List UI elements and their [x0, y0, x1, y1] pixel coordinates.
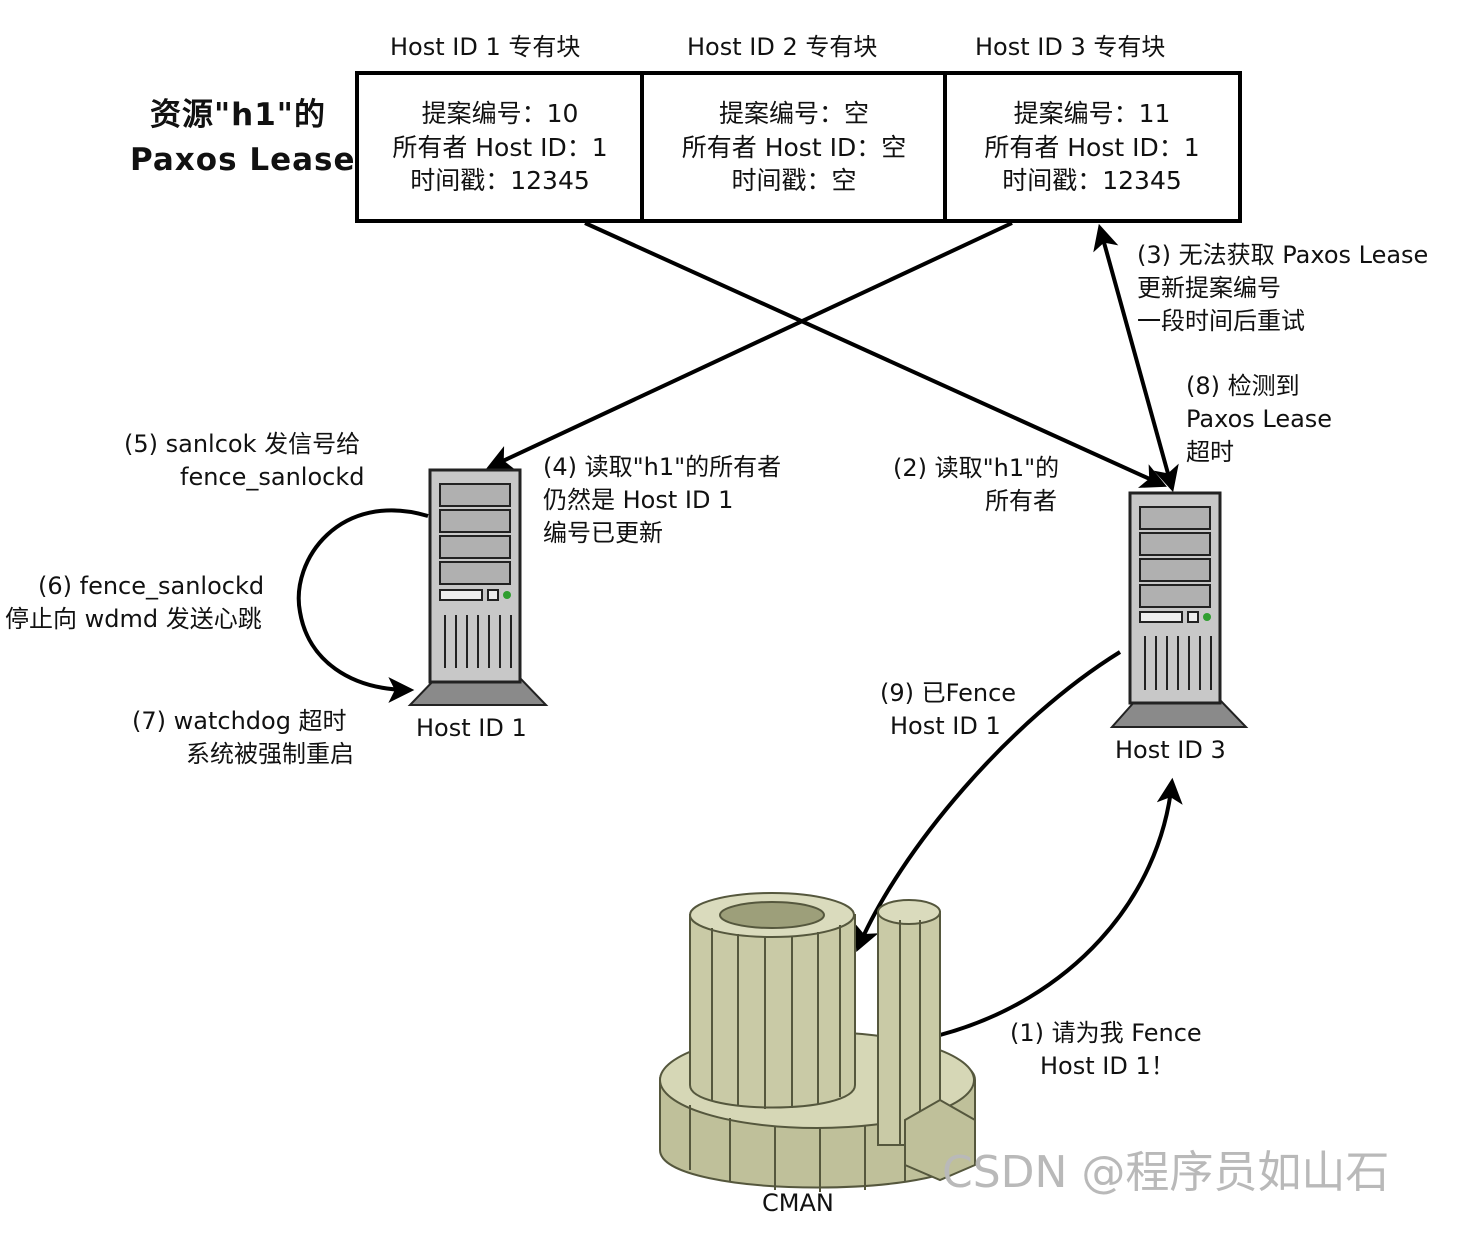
step9-line2: Host ID 1 — [890, 712, 1001, 740]
step8-line1: (8) 检测到 — [1186, 372, 1300, 400]
title-line2: Paxos Lease — [130, 142, 356, 178]
step8-line2: Paxos Lease — [1186, 405, 1333, 433]
arrow-step3-8 — [1093, 223, 1179, 493]
watermark: CSDN @程序员如山石 — [942, 1147, 1390, 1198]
arrow-loop-host1 — [296, 508, 429, 703]
arrow-step1 — [939, 777, 1183, 1037]
step4-line1: (4) 读取"h1"的所有者 — [543, 453, 782, 481]
block1-timestamp: 时间戳：12345 — [410, 166, 590, 196]
block1-owner: 所有者 Host ID：1 — [392, 132, 608, 162]
lease-block-host3: 提案编号：11 所有者 Host ID：1 时间戳：12345 — [946, 75, 1238, 220]
step4-line3: 编号已更新 — [543, 519, 663, 547]
block2-proposal: 提案编号：空 — [718, 99, 869, 129]
step1-line2: Host ID 1！ — [1040, 1052, 1175, 1080]
block1-header: Host ID 1 专有块 — [390, 33, 581, 61]
step2-line1: (2) 读取"h1"的 — [893, 454, 1060, 482]
block1-proposal: 提案编号：10 — [421, 99, 579, 129]
step7-line1: (7) watchdog 超时 — [132, 707, 347, 735]
block2-owner: 所有者 Host ID：空 — [681, 132, 907, 162]
cman-cluster-icon — [659, 892, 976, 1192]
lease-table — [355, 71, 1242, 223]
block2-timestamp: 时间戳：空 — [731, 166, 857, 196]
step2-line2: 所有者 — [985, 487, 1057, 515]
lease-block-host2: 提案编号：空 所有者 Host ID：空 时间戳：空 — [644, 75, 944, 220]
step3-line2: 更新提案编号 — [1137, 274, 1281, 302]
block3-timestamp: 时间戳：12345 — [1002, 166, 1182, 196]
step4-line2: 仍然是 Host ID 1 — [543, 486, 734, 514]
cman-label: CMAN — [762, 1189, 834, 1217]
step5-line1: (5) sanlcok 发信号给 — [124, 430, 361, 458]
step1-line1: (1) 请为我 Fence — [1010, 1019, 1202, 1047]
block3-owner: 所有者 Host ID：1 — [984, 132, 1200, 162]
block3-proposal: 提案编号：11 — [1013, 99, 1171, 129]
server-host3-icon — [1109, 491, 1249, 728]
server-host1-icon — [407, 468, 549, 706]
step6-line1: (6) fence_sanlockd — [38, 572, 265, 600]
step6-line2: 停止向 wdmd 发送心跳 — [5, 605, 262, 633]
step3-line3: 一段时间后重试 — [1137, 307, 1305, 335]
step8-line3: 超时 — [1186, 438, 1234, 466]
step9-line1: (9) 已Fence — [880, 679, 1017, 707]
host3-label: Host ID 3 — [1115, 736, 1226, 764]
step5-line2: fence_sanlockd — [180, 463, 365, 491]
arrow-step4 — [486, 221, 1013, 470]
title-line1: 资源"h1"的 — [150, 97, 326, 133]
lease-block-host1: 提案编号：10 所有者 Host ID：1 时间戳：12345 — [358, 75, 642, 220]
step3-line1: (3) 无法获取 Paxos Lease — [1137, 241, 1429, 269]
arrow-step9 — [854, 650, 1122, 952]
arrow-step2 — [584, 221, 1167, 488]
block3-header: Host ID 3 专有块 — [975, 33, 1166, 61]
host1-label: Host ID 1 — [416, 714, 527, 742]
step7-line2: 系统被强制重启 — [186, 740, 354, 768]
block2-header: Host ID 2 专有块 — [687, 33, 878, 61]
